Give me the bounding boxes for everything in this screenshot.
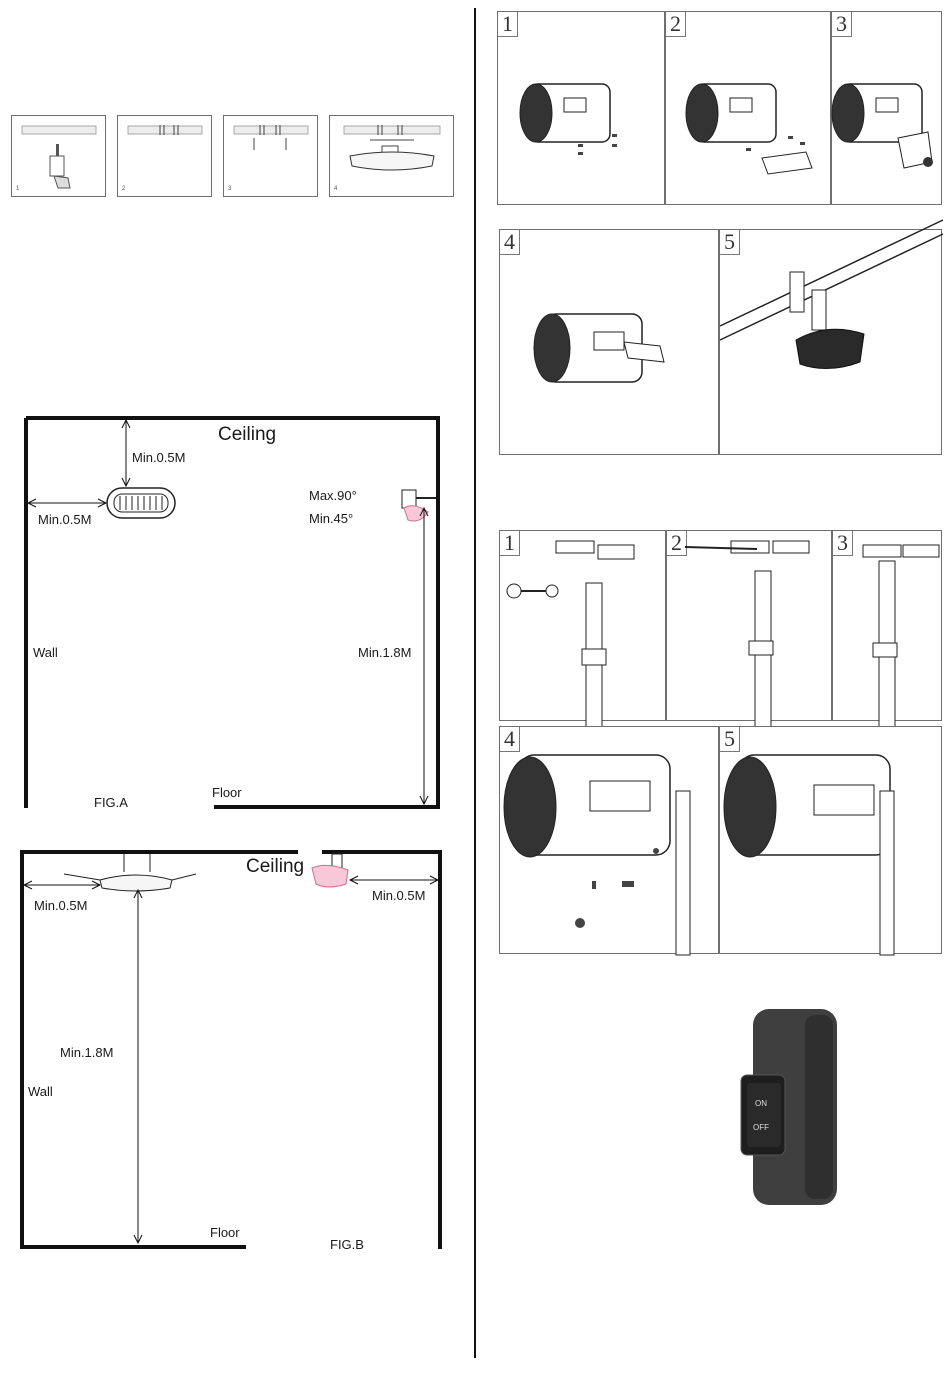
stand-step-panel-2: 2 [666, 530, 832, 721]
heater-on-pole-parts-illustration [500, 727, 720, 955]
switch-on-label: ON [755, 1099, 767, 1108]
heater-bracket-illustration [666, 12, 832, 206]
pole-bolt-illustration [667, 531, 833, 722]
fig-b-min-left-label: Min.0.5M [34, 898, 87, 913]
heater-on-pole-illustration [720, 727, 943, 955]
ceiling-mounted-heater-illustration [720, 230, 943, 456]
switch-off-label: OFF [753, 1123, 769, 1132]
fig-b-min-height-label: Min.1.8M [60, 1045, 113, 1060]
ceiling-step-panel-4: 4 [499, 229, 719, 455]
stand-step-panel-5: 5 [719, 726, 942, 954]
switch-housing-illustration [735, 1005, 840, 1210]
ceiling-step-panel-5: 5 [719, 229, 942, 455]
stand-step-panel-4: 4 [499, 726, 719, 954]
heater-assembled-illustration [832, 12, 943, 206]
stand-step-panel-3: 3 [832, 530, 942, 721]
column-divider [474, 8, 476, 1358]
ceiling-step-panel-3: 3 [831, 11, 942, 205]
fig-b-ceiling-label: Ceiling [246, 856, 304, 878]
pole-bracket-illustration [500, 531, 667, 722]
pole-assembled-illustration [833, 531, 943, 722]
fig-b-caption: FIG.B [330, 1237, 364, 1252]
stand-step-panel-1: 1 [499, 530, 666, 721]
heater-cylinder-illustration [498, 12, 666, 206]
ceiling-step-panel-1: 1 [497, 11, 665, 205]
heater-with-bracket-illustration [500, 230, 720, 456]
fig-b-wall-label: Wall [28, 1084, 53, 1099]
fig-b-floor-label: Floor [210, 1225, 240, 1240]
ceiling-step-panel-2: 2 [665, 11, 831, 205]
fig-b-min-right-label: Min.0.5M [372, 888, 425, 903]
power-switch-photo: ON OFF [735, 1005, 840, 1210]
